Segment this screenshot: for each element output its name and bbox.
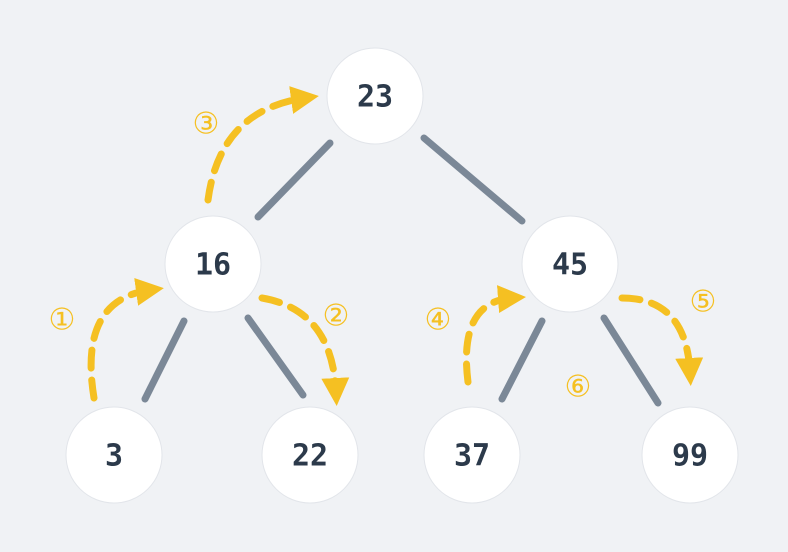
tree-node-right-right: 99: [641, 406, 739, 504]
tree-edges: [141, 134, 662, 407]
tree-node-left-right: 22: [261, 406, 359, 504]
traversal-arrow-2: [258, 294, 350, 406]
node-label: 45: [552, 248, 588, 283]
edge-45-37: [498, 317, 546, 403]
step-label-1: ①: [49, 303, 76, 338]
node-label: 3: [105, 439, 123, 474]
traversal-arrow-4: [462, 285, 526, 386]
node-label: 99: [672, 439, 708, 474]
edge-23-16: [254, 139, 334, 221]
tree-nodes: 23 16 45 3 22 37 99: [65, 47, 739, 504]
node-label: 22: [292, 439, 328, 474]
step-label-6: ⑥: [565, 370, 592, 405]
tree-node-left-left: 3: [65, 406, 163, 504]
node-label: 37: [454, 439, 490, 474]
traversal-arrow-3: [204, 86, 319, 204]
node-label: 23: [357, 80, 393, 115]
step-label-5: ⑤: [690, 285, 717, 320]
step-label-3: ③: [193, 107, 220, 142]
tree-node-root: 23: [326, 47, 424, 145]
traversal-arrow-5: [618, 294, 704, 386]
step-label-2: ②: [323, 299, 350, 334]
edge-45-99: [600, 314, 662, 407]
node-label: 16: [195, 248, 231, 283]
tree-node-right-left: 37: [423, 406, 521, 504]
tree-node-left: 16: [164, 215, 262, 313]
tree-node-right: 45: [521, 215, 619, 313]
edge-23-45: [420, 134, 526, 225]
edge-16-3: [141, 317, 188, 403]
step-label-4: ④: [425, 303, 452, 338]
edge-16-22: [244, 314, 307, 399]
traversal-arrow-1: [87, 278, 164, 402]
traversal-arrows: [87, 86, 704, 406]
step-labels: ① ② ③ ④ ⑤ ⑥: [49, 107, 717, 405]
